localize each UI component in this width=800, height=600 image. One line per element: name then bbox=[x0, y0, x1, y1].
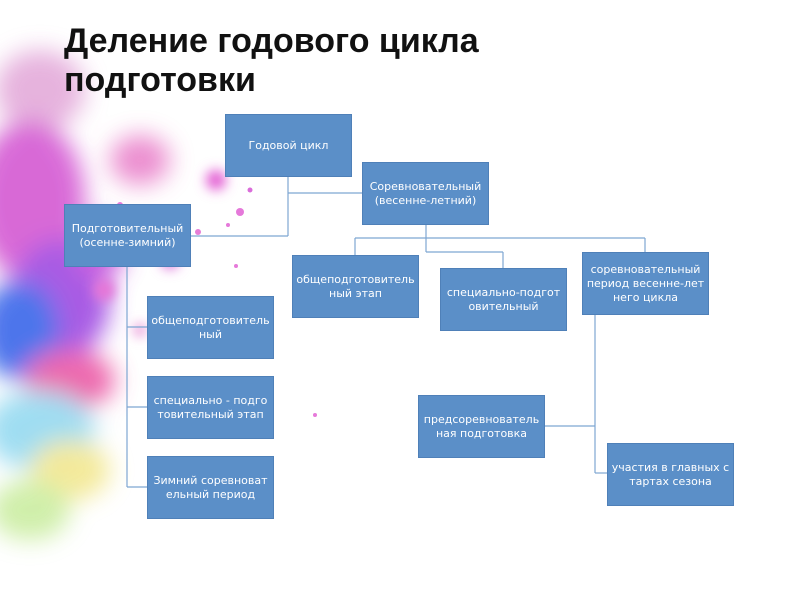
node-precompetition-preparation: предсоревновательная подготовка bbox=[418, 395, 545, 458]
node-winter-competitive-period: Зимний соревновательный период bbox=[147, 456, 274, 519]
node-special-preparatory-stage: специально - подготовительный этап bbox=[147, 376, 274, 439]
node-spring-summer-competitive-period: соревновательный период весенне-летнего … bbox=[582, 252, 709, 315]
node-annual-cycle: Годовой цикл bbox=[225, 114, 352, 177]
node-general-preparatory: общеподготовительный bbox=[147, 296, 274, 359]
node-general-preparatory-stage: общеподготовительный этап bbox=[292, 255, 419, 318]
title-line-2: подготовки bbox=[64, 61, 256, 99]
node-special-preparatory: специально-подготовительный bbox=[440, 268, 567, 331]
node-competitive-spring-summer: Соревновательный (весенне-летний) bbox=[362, 162, 489, 225]
node-preparatory-autumn-winter: Подготовительный (осенне-зимний) bbox=[64, 204, 191, 267]
title-line-1: Деление годового цикла bbox=[64, 22, 479, 60]
page-title: Деление годового цикла подготовки bbox=[64, 22, 704, 100]
node-main-season-starts: участия в главных стартах сезона bbox=[607, 443, 734, 506]
